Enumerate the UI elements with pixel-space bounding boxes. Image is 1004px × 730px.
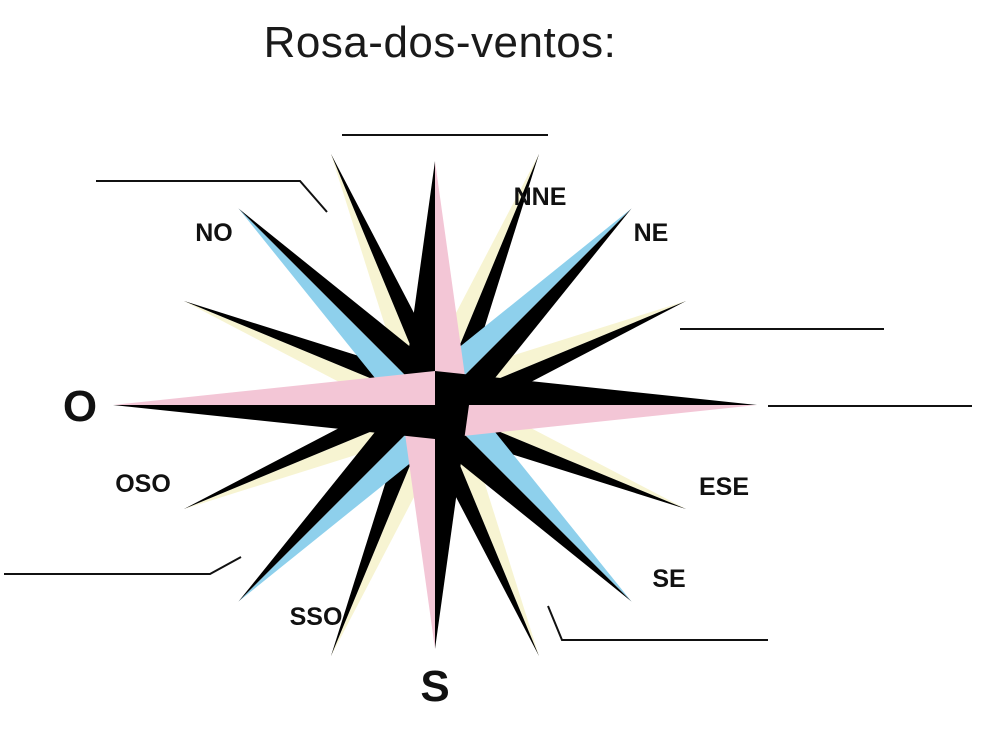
label-ese: ESE <box>699 473 749 501</box>
ray-cardinal-0-a <box>401 161 435 405</box>
label-oso: OSO <box>115 470 171 498</box>
ray-cardinal-3-a <box>113 405 435 439</box>
ray-cardinal-3-b <box>113 371 435 405</box>
label-sso: SSO <box>290 603 343 631</box>
label-se: SE <box>652 565 685 593</box>
label-ne: NE <box>634 219 669 247</box>
blank-line-so[interactable] <box>4 557 241 574</box>
ray-cardinal-1-a <box>435 371 757 405</box>
ray-cardinal-0-b <box>435 161 469 405</box>
ray-cardinal-1-b <box>435 405 757 439</box>
label-s: S <box>420 662 449 711</box>
label-o: O <box>63 382 97 431</box>
blank-line-ssE[interactable] <box>548 606 768 640</box>
label-no: NO <box>195 219 233 247</box>
ray-cardinal-2-b <box>401 405 435 649</box>
blank-line-nno[interactable] <box>96 181 327 212</box>
label-nne: NNE <box>514 183 567 211</box>
ray-cardinal-2-a <box>435 405 469 649</box>
